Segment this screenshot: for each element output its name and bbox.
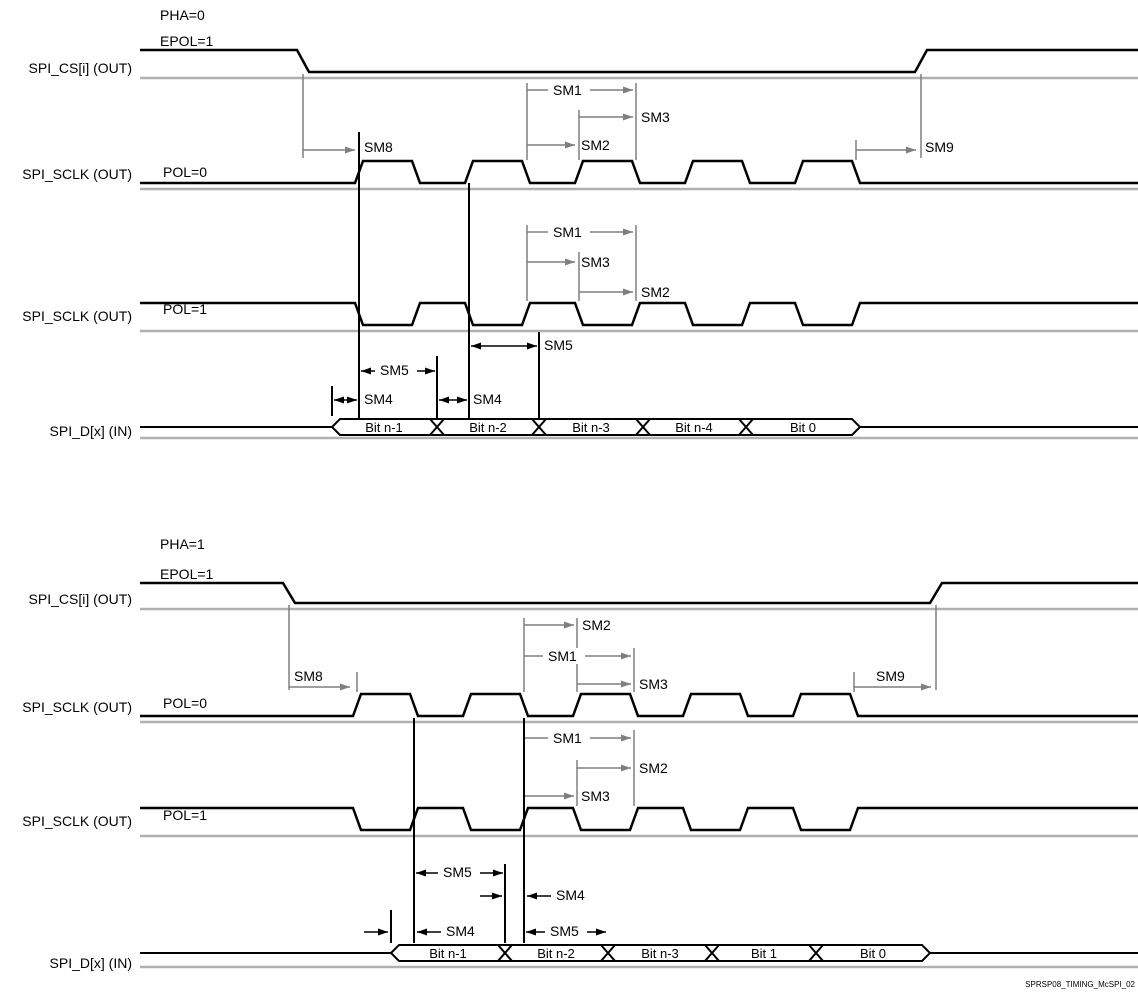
- sclk-pol0-waveform: [140, 159, 1138, 185]
- epol-label: EPOL=1: [160, 33, 214, 49]
- sm2-label: SM2: [639, 760, 668, 776]
- data-bus: [140, 418, 1138, 436]
- data-cell-label: Bit n-1: [429, 946, 467, 961]
- cs-waveform: [140, 48, 1138, 74]
- sm3-label: SM3: [581, 254, 610, 270]
- sm3-label: SM3: [641, 109, 670, 125]
- sclk-pol0-waveform: [140, 692, 1138, 718]
- sm4-label: SM4: [364, 391, 393, 407]
- setup-hold-annotations: [331, 132, 540, 419]
- signal-label-sclk-pol1: SPI_SCLK (OUT): [22, 813, 132, 829]
- bottom-diagram: PHA=1 EPOL=1 SPI_CS[i] (OUT) SM8 SM9 SM2…: [22, 536, 1138, 971]
- sm4-label: SM4: [473, 391, 502, 407]
- sclk-pol1-waveform: [140, 806, 1138, 832]
- sm8-label: SM8: [294, 668, 323, 684]
- cs-waveform: [140, 581, 1138, 605]
- sm3-label: SM3: [639, 676, 668, 692]
- sm4-label: SM4: [556, 887, 585, 903]
- sm2-label: SM2: [582, 617, 611, 633]
- cs-delay-annotations: [302, 74, 922, 160]
- data-cell-label: Bit n-1: [365, 420, 403, 435]
- sclk-period-annotations-pol1: [526, 225, 637, 301]
- top-diagram: PHA=0 EPOL=1 SPI_CS[i] (OUT) SM8 SM9 SM1…: [22, 7, 1138, 440]
- cs-delay-annotations: [288, 605, 937, 692]
- pol0-label: POL=0: [163, 695, 207, 711]
- data-cell-label: Bit n-3: [641, 946, 679, 961]
- sclk-pol1-waveform: [140, 301, 1138, 327]
- data-cell-label: Bit 0: [860, 946, 886, 961]
- signal-label-data: SPI_D[x] (IN): [50, 423, 132, 439]
- signal-label-cs: SPI_CS[i] (OUT): [29, 60, 132, 76]
- data-cell-label: Bit n-2: [469, 420, 507, 435]
- data-cell-label: Bit n-3: [572, 420, 610, 435]
- sm4-label: SM4: [446, 923, 475, 939]
- sm9-label: SM9: [925, 139, 954, 155]
- pol1-label: POL=1: [163, 301, 207, 317]
- setup-hold-annotations: [364, 718, 606, 943]
- data-cell-label: Bit n-2: [537, 946, 575, 961]
- sm1-label: SM1: [548, 648, 577, 664]
- pol0-label: POL=0: [163, 164, 207, 180]
- figure-id-watermark: SPRSP08_TIMING_McSPI_02: [1025, 980, 1135, 989]
- sm5-label: SM5: [550, 923, 579, 939]
- sm5-label: SM5: [443, 864, 472, 880]
- sm2-label: SM2: [641, 284, 670, 300]
- sm5-label: SM5: [544, 337, 573, 353]
- sm8-label: SM8: [364, 139, 393, 155]
- signal-label-data: SPI_D[x] (IN): [50, 955, 132, 971]
- data-cell-label: Bit n-4: [675, 420, 713, 435]
- data-cell-label: Bit 0: [790, 420, 816, 435]
- label-backgrounds: [438, 648, 590, 938]
- sm5-label: SM5: [380, 362, 409, 378]
- reference-baselines: [140, 76, 1138, 440]
- reference-baselines: [140, 607, 1138, 969]
- pol1-label: POL=1: [163, 807, 207, 823]
- sm9-label: SM9: [876, 668, 905, 684]
- sm1-label: SM1: [553, 730, 582, 746]
- signal-label-sclk-pol0: SPI_SCLK (OUT): [22, 699, 132, 715]
- sm2-label: SM2: [581, 137, 610, 153]
- data-bus: [140, 944, 1138, 962]
- data-cell-label: Bit 1: [751, 946, 777, 961]
- signal-label-cs: SPI_CS[i] (OUT): [29, 591, 132, 607]
- pha-label: PHA=0: [160, 7, 205, 23]
- sm1-label: SM1: [553, 82, 582, 98]
- signal-label-sclk-pol0: SPI_SCLK (OUT): [22, 166, 132, 182]
- sm1-label: SM1: [553, 224, 582, 240]
- label-backgrounds: [375, 82, 590, 377]
- epol-label: EPOL=1: [160, 566, 214, 582]
- sm3-label: SM3: [581, 788, 610, 804]
- pha-label: PHA=1: [160, 536, 205, 552]
- signal-label-sclk-pol1: SPI_SCLK (OUT): [22, 308, 132, 324]
